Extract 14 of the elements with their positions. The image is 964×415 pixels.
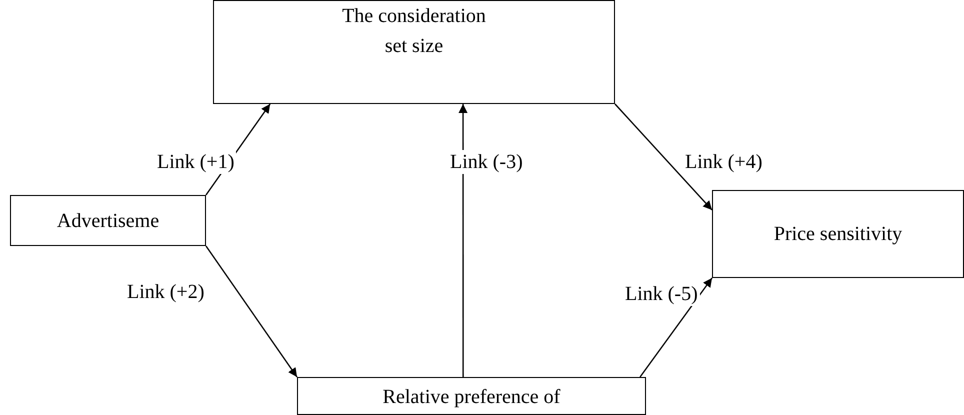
arrow <box>614 104 712 210</box>
arrow <box>640 278 713 378</box>
text-box <box>10 195 206 246</box>
node-label: Advertiseme <box>56 208 160 234</box>
edge-label: Link (-3) <box>448 150 525 174</box>
arrow <box>458 104 468 377</box>
node-label: The consideration set size <box>341 4 487 59</box>
node-label: Price sensitivity <box>774 222 902 247</box>
node-label: Relative preference of <box>382 385 560 410</box>
text-box <box>712 190 964 278</box>
edge-label: Link (+1) <box>155 150 236 174</box>
arrow <box>205 246 298 378</box>
text-box <box>297 377 646 415</box>
text-box <box>213 0 615 104</box>
